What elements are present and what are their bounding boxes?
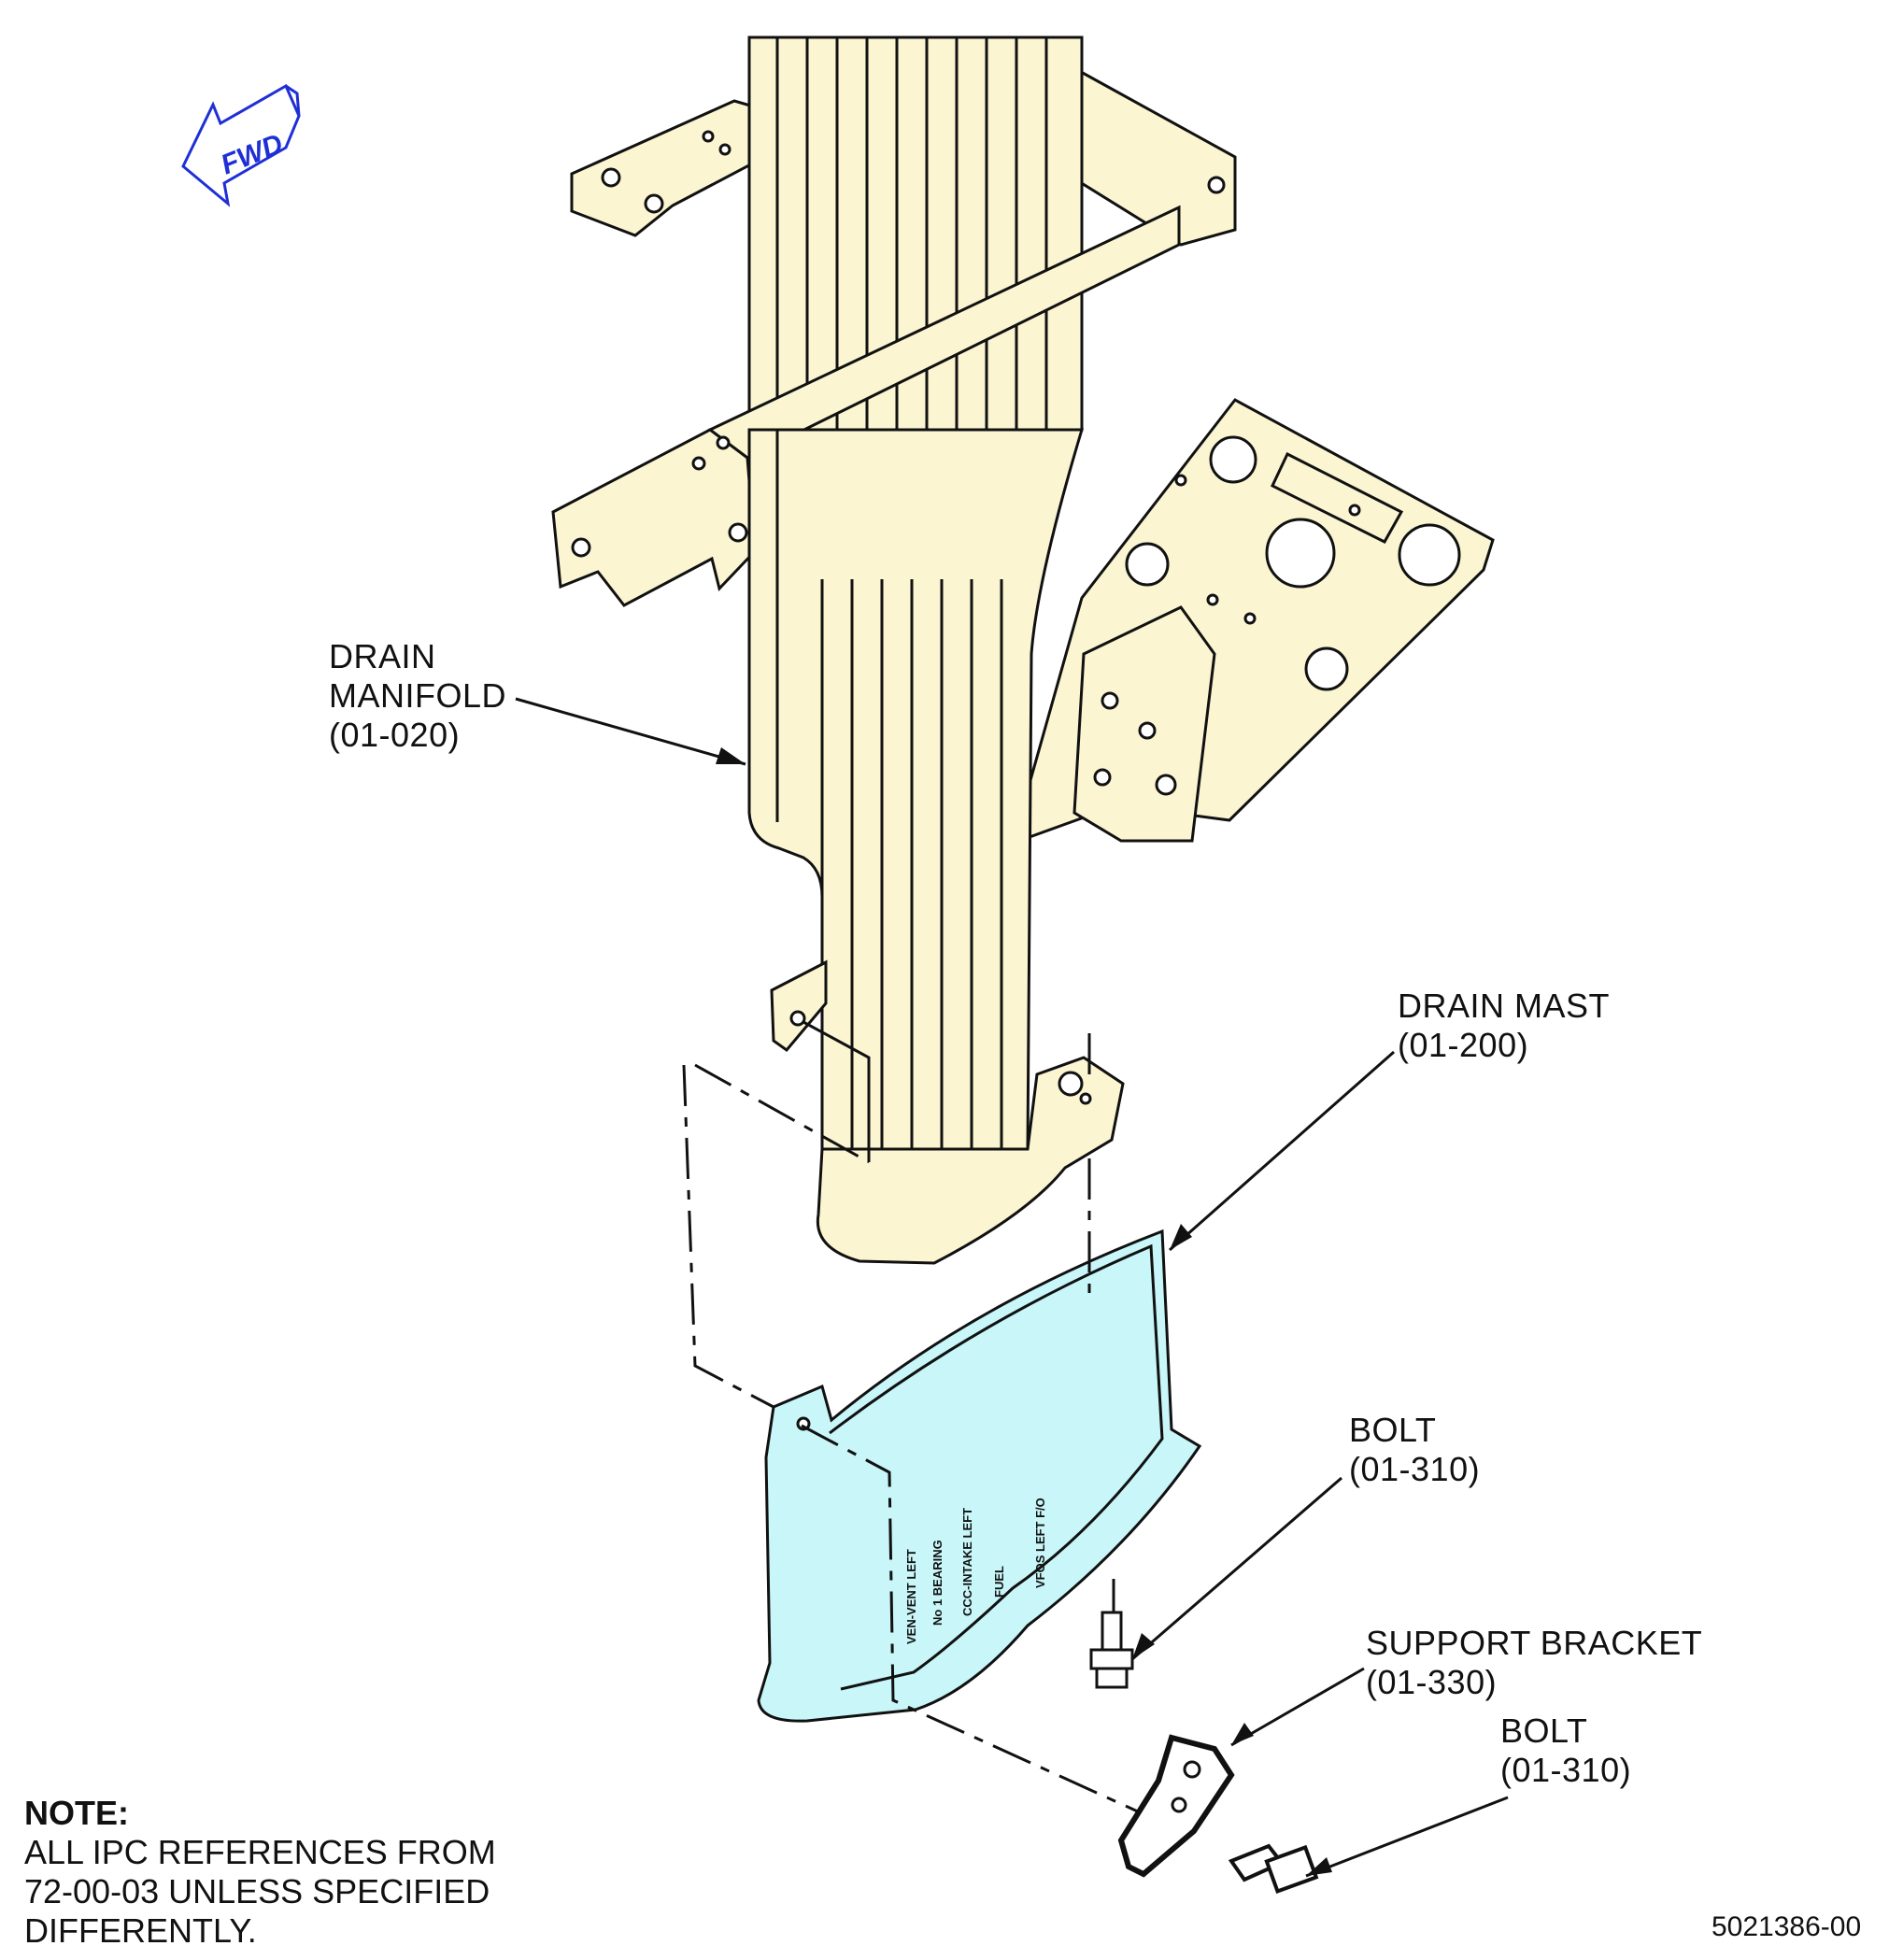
note-line: ALL IPC REFERENCES FROM	[24, 1833, 496, 1871]
svg-text:FUEL: FUEL	[992, 1566, 1006, 1598]
fwd-arrow-icon: FWD	[181, 83, 301, 207]
note-heading: NOTE:	[24, 1794, 129, 1832]
lower-front-bracket	[551, 428, 757, 607]
svg-text:VEN-VENT LEFT: VEN-VENT LEFT	[904, 1549, 918, 1644]
note-line: DIFFERENTLY.	[24, 1911, 257, 1950]
svg-text:VFOS LEFT F/O: VFOS LEFT F/O	[1033, 1498, 1047, 1588]
drain-tube-lower	[747, 428, 1085, 1151]
tube-tab-bracket	[770, 959, 828, 1053]
callout-drain-manifold: DRAIN MANIFOLD (01-020)	[329, 637, 507, 754]
manifold-base-flange	[816, 1056, 1125, 1265]
upper-bracket	[570, 64, 1237, 247]
callout-drain-mast: DRAIN MAST (01-200)	[1398, 987, 1611, 1064]
assembly-dash-lines	[682, 1063, 1141, 1814]
right-mounting-plate	[1022, 398, 1495, 843]
callout-bolt-lower: BOLT (01-310)	[1500, 1711, 1632, 1789]
svg-text:CCC-INTAKE LEFT: CCC-INTAKE LEFT	[960, 1508, 974, 1616]
callout-support-bracket: SUPPORT BRACKET (01-330)	[1366, 1624, 1703, 1701]
bolt-lower	[1228, 1843, 1319, 1895]
tab-link-lines	[802, 1020, 1091, 1162]
document-number: 5021386-00	[1711, 1911, 1862, 1942]
leader-arrowheads	[716, 747, 1332, 1876]
svg-text:No 1 BEARING: No 1 BEARING	[930, 1540, 944, 1626]
leader-lines	[515, 697, 1509, 1878]
bolt-upper	[1089, 1611, 1134, 1689]
callout-bolt-upper: BOLT (01-310)	[1349, 1411, 1481, 1488]
drain-mast	[757, 1229, 1202, 1723]
note-line: 72-00-03 UNLESS SPECIFIED	[24, 1872, 490, 1910]
support-bracket	[1117, 1734, 1235, 1878]
ipc-note: NOTE: ALL IPC REFERENCES FROM 72-00-03 U…	[24, 1794, 496, 1951]
mast-markings: VEN-VENT LEFT No 1 BEARING CCC-INTAKE LE…	[904, 1498, 1047, 1644]
